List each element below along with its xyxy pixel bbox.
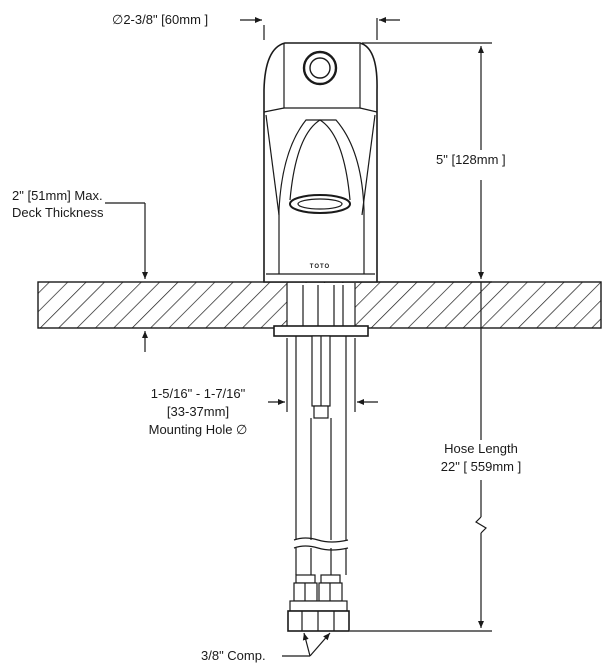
label-deck-thickness-1: 2" [51mm] Max. xyxy=(12,188,103,203)
label-hose-length-2: 22" [ 559mm ] xyxy=(440,459,522,474)
faucet-body xyxy=(263,42,378,283)
leader-comp-fitting xyxy=(282,632,331,657)
dimension-height xyxy=(350,42,492,632)
label-deck-thickness-2: Deck Thickness xyxy=(12,205,104,220)
label-mounting-hole-2: [33-37mm] xyxy=(166,404,230,419)
dimension-mounting-hole xyxy=(268,338,378,412)
label-height: 5" [128mm ] xyxy=(436,152,506,167)
label-comp-fitting: 3/8" Comp. xyxy=(201,648,266,663)
supply-hoses xyxy=(287,336,350,632)
label-mounting-hole-1: 1-5/16" - 1-7/16" xyxy=(150,386,246,401)
label-diameter: ∅2-3/8" [60mm ] xyxy=(112,12,209,27)
label-hose-length-1: Hose Length xyxy=(444,441,518,456)
brand-mark: TOTO xyxy=(310,264,330,270)
dimension-diameter xyxy=(240,17,400,40)
mounting-shank xyxy=(273,283,369,419)
dimension-deck-thickness xyxy=(105,202,148,352)
label-mounting-hole-3: Mounting Hole ∅ xyxy=(148,422,248,437)
